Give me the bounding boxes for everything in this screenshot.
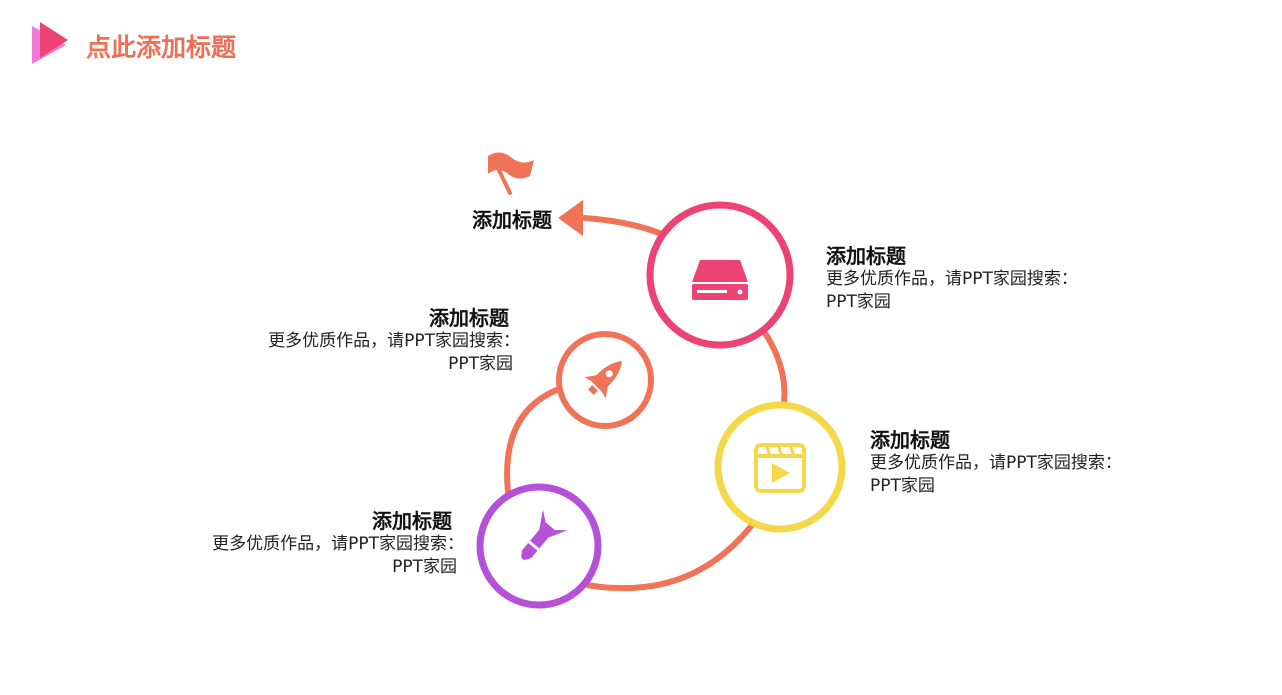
video-node (714, 401, 846, 533)
item-desc-line2: PPT家园 (392, 557, 457, 577)
item-desc-line2: PPT家园 (826, 292, 891, 312)
video-play-icon (754, 443, 806, 493)
missile-node (476, 483, 602, 609)
arrow-head (558, 200, 583, 236)
item-desc-line2: PPT家园 (870, 476, 935, 496)
start-title: 添加标题 (472, 208, 552, 232)
item-desc-line1: 更多优质作品，请PPT家园搜索： (268, 331, 520, 351)
text-block-missile: 添加标题 更多优质作品，请PPT家园搜索： PPT家园 (164, 509, 464, 579)
item-title: 添加标题 (826, 244, 906, 268)
drive-icon (692, 260, 748, 300)
text-block-drive: 添加标题 更多优质作品，请PPT家园搜索： PPT家园 (826, 244, 1126, 314)
play-triangle-icon (32, 22, 68, 64)
cycle-path (504, 215, 788, 592)
text-block-video: 添加标题 更多优质作品，请PPT家园搜索： PPT家园 (870, 428, 1170, 498)
item-desc-line1: 更多优质作品，请PPT家园搜索： (212, 534, 464, 554)
item-title: 添加标题 (372, 509, 452, 533)
flag-icon (488, 152, 534, 195)
item-desc-line2: PPT家园 (448, 354, 513, 374)
item-title: 添加标题 (429, 306, 509, 330)
missile-icon (521, 509, 568, 560)
rocket-node (556, 331, 654, 429)
item-desc-line1: 更多优质作品，请PPT家园搜索： (870, 453, 1122, 473)
page-title: 点此添加标题 (86, 33, 237, 62)
text-block-rocket: 添加标题 更多优质作品，请PPT家园搜索： PPT家园 (220, 306, 520, 376)
item-title: 添加标题 (870, 428, 950, 452)
drive-node (646, 201, 794, 349)
item-desc-line1: 更多优质作品，请PPT家园搜索： (826, 269, 1078, 289)
rocket-icon (584, 361, 622, 399)
